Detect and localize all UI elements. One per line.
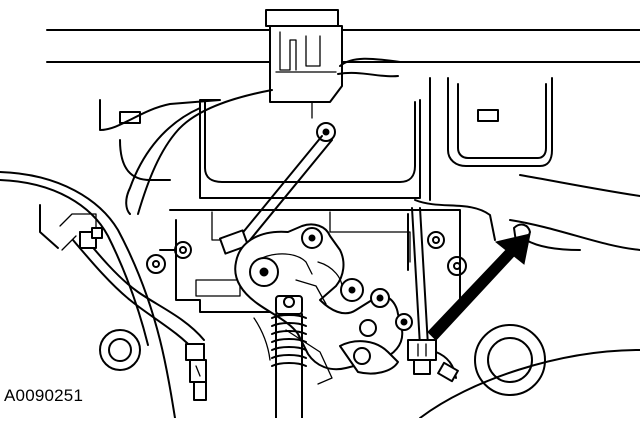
door-latch bbox=[234, 223, 413, 385]
wire-harness bbox=[61, 57, 401, 401]
figure-reference-id: A0090251 bbox=[4, 386, 84, 405]
latch-spring bbox=[271, 295, 307, 419]
inner-panel bbox=[39, 77, 553, 396]
pointer-arrow bbox=[427, 233, 531, 341]
electrical-connector bbox=[407, 339, 459, 383]
door-frame bbox=[0, 29, 640, 419]
control-module bbox=[265, 9, 343, 142]
